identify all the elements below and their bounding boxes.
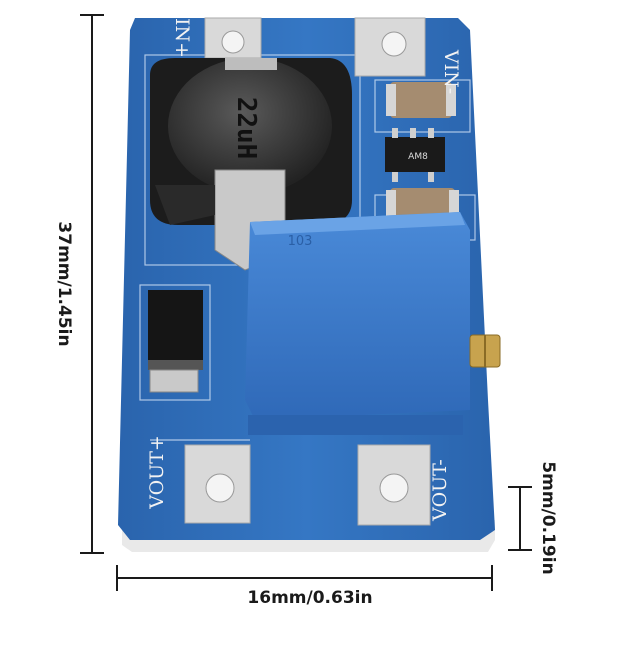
thickness-dimension-label: 5mm/0.19in (538, 461, 558, 575)
dimension-lines (80, 14, 532, 591)
capacitor-bottom (390, 188, 455, 220)
label-vout-minus: VOUT- (429, 459, 451, 522)
label-in-plus: IN+ (171, 18, 193, 58)
inductor-core (168, 58, 332, 194)
label-vout-plus: VOUT+ (146, 435, 168, 510)
height-dimension-label: 37mm/1.45in (54, 221, 74, 347)
inductor-marking: 22uH (231, 97, 261, 160)
pot-marking: 103 (288, 234, 313, 249)
chip-marking: AM8 (408, 152, 428, 162)
potentiometer (245, 212, 470, 420)
capacitor-top (390, 82, 452, 118)
label-vin-minus: VIN- (440, 49, 462, 94)
chip (385, 137, 445, 172)
diode (148, 290, 203, 370)
width-dimension-label: 16mm/0.63in (247, 588, 373, 608)
